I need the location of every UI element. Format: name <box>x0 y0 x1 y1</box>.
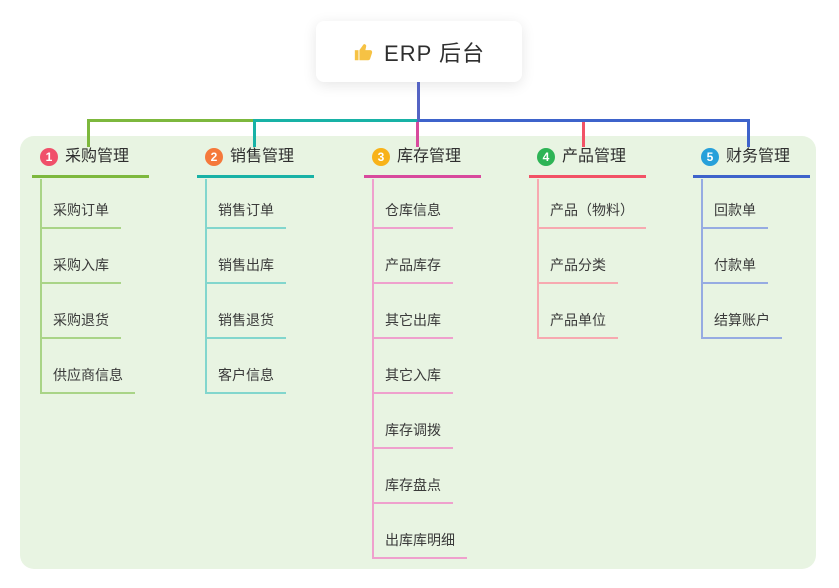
child-node[interactable]: 采购订单 <box>40 202 121 229</box>
child-node[interactable]: 结算账户 <box>701 312 782 339</box>
branch-header-3[interactable]: 3 库存管理 <box>364 146 482 178</box>
root-node[interactable]: ERP 后台 <box>316 21 522 82</box>
branch-number-badge: 2 <box>205 148 223 166</box>
branch-label: 财务管理 <box>726 148 791 165</box>
branch-trunk-line <box>537 179 539 339</box>
child-node[interactable]: 销售出库 <box>205 257 286 284</box>
child-node[interactable]: 付款单 <box>701 257 768 284</box>
child-node[interactable]: 产品单位 <box>537 312 618 339</box>
child-node[interactable]: 其它入库 <box>372 367 453 394</box>
branch-label: 库存管理 <box>397 148 462 165</box>
child-node[interactable]: 其它出库 <box>372 312 453 339</box>
thumbs-up-icon <box>353 41 375 63</box>
root-title: ERP 后台 <box>384 40 485 66</box>
child-node[interactable]: 供应商信息 <box>40 367 135 394</box>
branch-number-badge: 1 <box>40 148 58 166</box>
child-node[interactable]: 产品分类 <box>537 257 618 284</box>
branch-connector-drop <box>582 122 585 147</box>
child-node[interactable]: 库存盘点 <box>372 477 453 504</box>
branch-connector-drop <box>87 119 90 147</box>
branch-header-1[interactable]: 1 采购管理 <box>32 146 150 178</box>
branch-label: 产品管理 <box>562 148 627 165</box>
branch-connector-elbow <box>253 119 418 122</box>
branches-panel <box>20 136 816 569</box>
branch-trunk-line <box>701 179 703 339</box>
branch-trunk-line <box>40 179 42 394</box>
branch-number-badge: 5 <box>701 148 719 166</box>
branch-connector-drop <box>747 119 750 147</box>
branch-connector-elbow <box>417 119 749 122</box>
root-connector-line <box>417 82 420 122</box>
child-node[interactable]: 回款单 <box>701 202 768 229</box>
branch-header-5[interactable]: 5 财务管理 <box>693 146 811 178</box>
branch-connector-drop <box>253 119 256 147</box>
branch-connector-drop <box>416 122 419 147</box>
branch-trunk-line <box>205 179 207 394</box>
child-node[interactable]: 销售退货 <box>205 312 286 339</box>
branch-label: 销售管理 <box>230 148 295 165</box>
branch-header-4[interactable]: 4 产品管理 <box>529 146 647 178</box>
branch-number-badge: 3 <box>372 148 390 166</box>
child-node[interactable]: 仓库信息 <box>372 202 453 229</box>
child-node[interactable]: 客户信息 <box>205 367 286 394</box>
branch-number-badge: 4 <box>537 148 555 166</box>
child-node[interactable]: 销售订单 <box>205 202 286 229</box>
branch-header-2[interactable]: 2 销售管理 <box>197 146 315 178</box>
child-node[interactable]: 采购入库 <box>40 257 121 284</box>
child-node[interactable]: 库存调拨 <box>372 422 453 449</box>
branch-label: 采购管理 <box>65 148 130 165</box>
branch-connector-elbow <box>87 119 253 122</box>
child-node[interactable]: 产品（物料） <box>537 202 646 229</box>
branch-trunk-line <box>372 179 374 559</box>
child-node[interactable]: 出库库明细 <box>372 532 467 559</box>
child-node[interactable]: 采购退货 <box>40 312 121 339</box>
child-node[interactable]: 产品库存 <box>372 257 453 284</box>
